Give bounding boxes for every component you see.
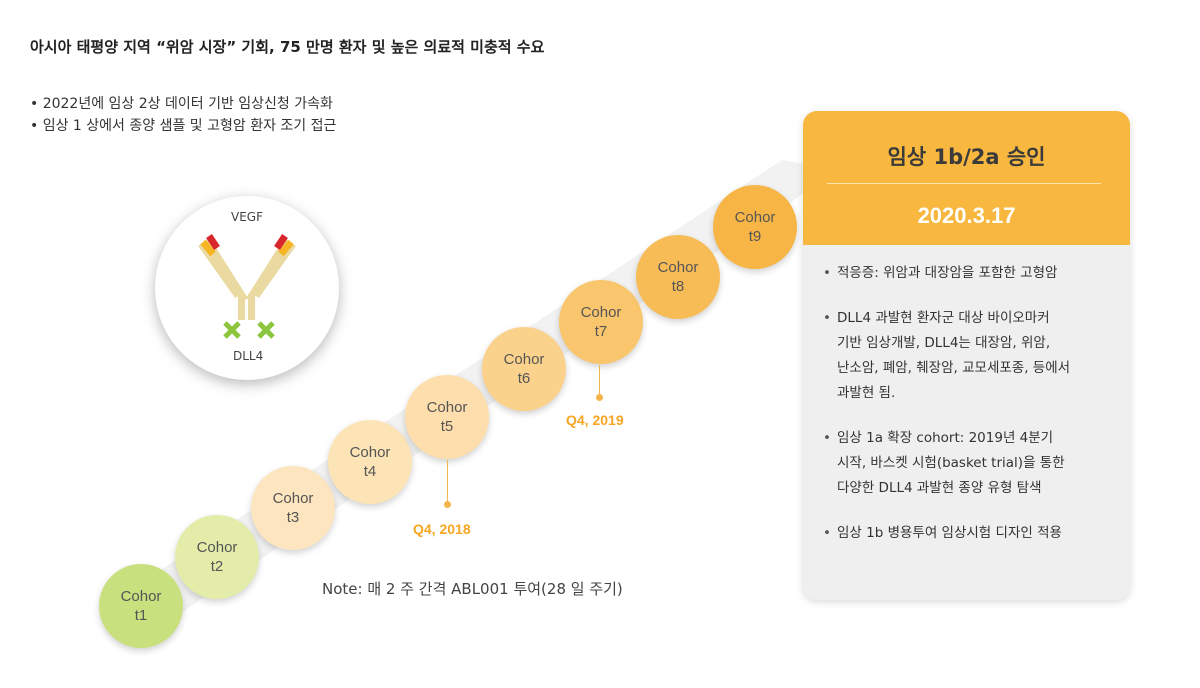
headline: 아시아 태평양 지역 “위암 시장” 기회, 75 만명 환자 및 높은 의료적… [30, 38, 545, 56]
cohort-number: t5 [440, 418, 454, 435]
divider [827, 183, 1101, 184]
approval-detail-item: 임상 1a 확장 cohort: 2019년 4분기 시작, 바스켓 시험(ba… [823, 426, 1118, 501]
milestone-line [599, 365, 600, 397]
cohort-circle: Cohor t2 [175, 515, 259, 599]
cohort-label: Cohor [426, 399, 468, 416]
milestone-dot [444, 501, 451, 508]
dosing-note: Note: 매 2 주 간격 ABL001 투여(28 일 주기) [322, 580, 623, 598]
detail-line: 다양한 DLL4 과발현 종양 유형 탐색 [837, 480, 1042, 496]
milestone-label: Q4, 2018 [413, 521, 471, 537]
antibody-badge: VEGF DLL4 [155, 196, 339, 380]
milestone-dot [596, 394, 603, 401]
vegf-label: VEGF [231, 210, 263, 224]
cohort-circle: Cohor t6 [482, 327, 566, 411]
cohort-label: Cohor [580, 304, 622, 321]
cohort-number: t3 [286, 509, 300, 526]
bullet-item: • 2022년에 임상 2상 데이터 기반 임상신청 가속화 [30, 96, 333, 112]
approval-detail-item: DLL4 과발현 환자군 대상 바이오마커 기반 임상개발, DLL4는 대장암… [823, 306, 1118, 406]
cohort-number: t6 [517, 370, 531, 387]
milestone-label: Q4, 2019 [566, 412, 624, 428]
cohort-number: t8 [671, 278, 685, 295]
cohort-number: t4 [363, 463, 377, 480]
cohort-circle: Cohor t8 [636, 235, 720, 319]
cohort-circle: Cohor t1 [99, 564, 183, 648]
cohort-label: Cohor [349, 444, 391, 461]
approval-card: 임상 1b/2a 승인 2020.3.17 적응증: 위암과 대장암을 포함한 … [803, 111, 1130, 600]
milestone-line [447, 460, 448, 504]
cohort-label: Cohor [657, 259, 699, 276]
bullet-list: • 2022년에 임상 2상 데이터 기반 임상신청 가속화 • 임상 1 상에… [30, 93, 336, 137]
detail-line: 임상 1b 병용투여 임상시험 디자인 적용 [837, 525, 1062, 541]
cohort-number: t1 [134, 607, 148, 624]
cohort-label: Cohor [120, 588, 162, 605]
cohort-circle: Cohor t3 [251, 466, 335, 550]
cohort-label: Cohor [734, 209, 776, 226]
detail-line: DLL4 과발현 환자군 대상 바이오마커 [837, 310, 1050, 326]
approval-title: 임상 1b/2a 승인 [887, 145, 1046, 169]
cohort-number: t7 [594, 323, 608, 340]
approval-details: 적응증: 위암과 대장암을 포함한 고형암 DLL4 과발현 환자군 대상 바이… [823, 261, 1118, 566]
detail-line: 난소암, 폐암, 췌장암, 교모세포종, 등에서 [837, 360, 1071, 376]
approval-card-header: 임상 1b/2a 승인 2020.3.17 [803, 111, 1130, 245]
cohort-circle: Cohor t7 [559, 280, 643, 364]
detail-line: 임상 1a 확장 cohort: 2019년 4분기 [837, 430, 1054, 446]
dll4-cross-icon [223, 321, 241, 339]
cohort-circle: Cohor t5 [405, 375, 489, 459]
approval-date: 2020.3.17 [917, 203, 1016, 228]
cohort-number: t2 [210, 558, 224, 575]
detail-line: 시작, 바스켓 시험(basket trial)을 통한 [837, 455, 1065, 471]
dll4-label: DLL4 [233, 349, 264, 363]
cohort-circle: Cohor t4 [328, 420, 412, 504]
detail-line: 적응증: 위암과 대장암을 포함한 고형암 [837, 265, 1058, 281]
cohort-label: Cohor [272, 490, 314, 507]
cohort-label: Cohor [503, 351, 545, 368]
cohort-number: t9 [748, 228, 762, 245]
antibody-icon [198, 234, 296, 339]
approval-detail-item: 임상 1b 병용투여 임상시험 디자인 적용 [823, 521, 1118, 546]
cohort-circle: Cohor t9 [713, 185, 797, 269]
detail-line: 기반 임상개발, DLL4는 대장암, 위암, [837, 335, 1051, 351]
dll4-cross-icon [257, 321, 275, 339]
cohort-label: Cohor [196, 539, 238, 556]
bullet-item: • 임상 1 상에서 종양 샘플 및 고형암 환자 조기 접근 [30, 118, 337, 134]
detail-line: 과발현 됨. [837, 385, 896, 401]
approval-detail-item: 적응증: 위암과 대장암을 포함한 고형암 [823, 261, 1118, 286]
